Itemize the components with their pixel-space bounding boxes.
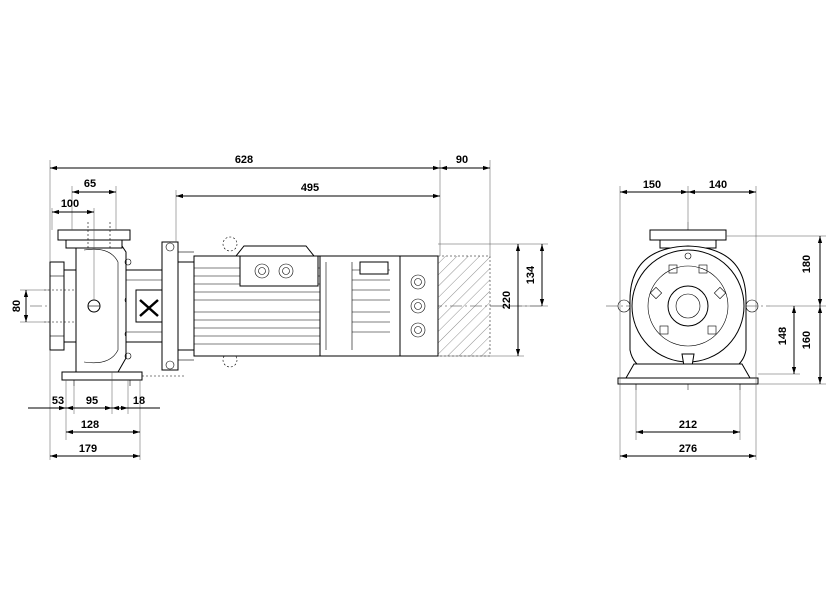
service-clearance-zone <box>437 255 491 357</box>
suction-flange <box>44 261 80 351</box>
end-bolt-pattern <box>649 252 727 335</box>
lift-eye-top <box>222 236 238 252</box>
motor-flange <box>161 241 195 371</box>
dim-end-shaft-height: 148 <box>777 327 789 345</box>
dim-foot-a: 53 <box>52 395 64 407</box>
end-discharge-flange <box>649 229 727 241</box>
dim-overall-length: 628 <box>235 154 253 166</box>
dim-end-upper-height: 180 <box>801 255 813 273</box>
dim-end-foot-outer: 276 <box>679 443 697 455</box>
dim-foot-span: 128 <box>81 419 99 431</box>
dim-foot-b: 95 <box>86 395 98 407</box>
motor-body <box>193 245 328 357</box>
dim-motor-height: 220 <box>501 291 513 309</box>
pump-foot <box>61 371 186 386</box>
dim-end-left-width: 150 <box>643 179 661 191</box>
dim-suction-offset: 65 <box>84 178 96 190</box>
end-view: 150 140 180 148 160 212 276 <box>606 179 826 460</box>
dim-motor-length: 495 <box>301 182 319 194</box>
dim-port-diameter: 80 <box>11 300 23 312</box>
dim-motor-overhang: 90 <box>456 154 468 166</box>
dim-end-right-width: 140 <box>709 179 727 191</box>
dim-base-length: 179 <box>79 443 97 455</box>
dim-flange-offset: 100 <box>61 198 79 210</box>
end-base-frame <box>617 363 759 390</box>
coupling-housing <box>125 269 176 343</box>
dim-box-height: 134 <box>525 265 537 284</box>
converter-housing <box>319 255 439 357</box>
dim-end-lower-height: 160 <box>801 331 813 349</box>
side-view: 628 90 495 65 100 80 134 220 <box>11 154 548 460</box>
dim-foot-c: 18 <box>133 395 145 407</box>
dim-end-foot-inner: 212 <box>679 419 697 431</box>
